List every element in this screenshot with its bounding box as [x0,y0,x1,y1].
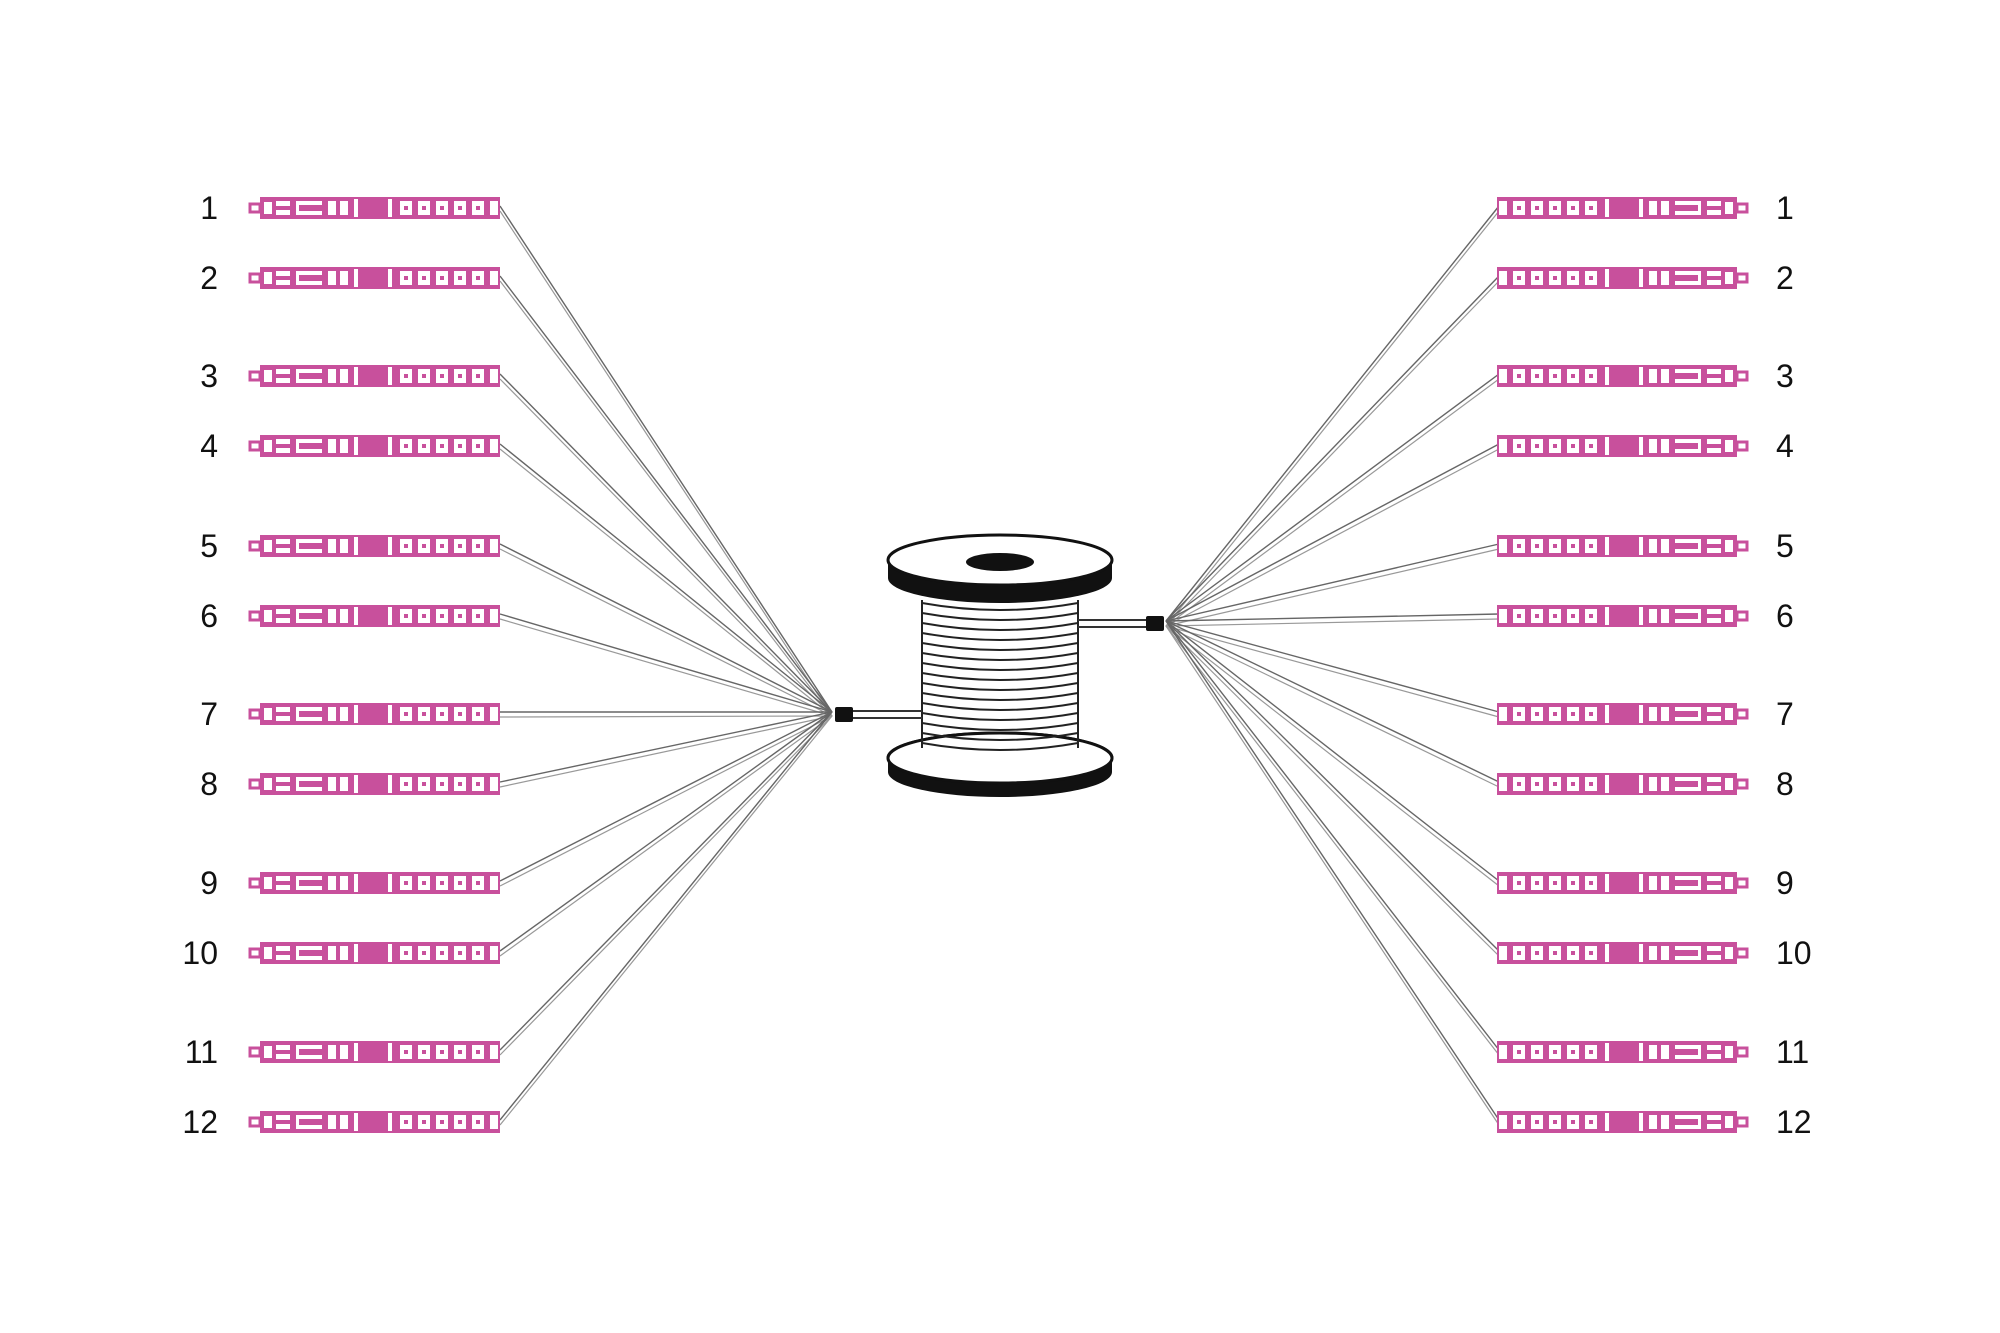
fiber-line [1165,543,1500,622]
fiber-line [1165,443,1500,622]
right-port-label: 1 [1776,190,1794,226]
fiber-line [1165,620,1500,713]
left-port-label: 2 [200,260,218,296]
fiber-line [499,613,833,713]
fiber-connector-icon [1497,1041,1749,1063]
right-port-label: 8 [1776,766,1794,802]
left-port-label: 6 [200,598,218,634]
fiber-connector-icon [1497,605,1749,627]
right-port-label: 12 [1776,1104,1812,1140]
fiber-connector-icon [1497,267,1749,289]
fiber-connector-icon [248,872,500,894]
fiber-connector-icon [1497,773,1749,795]
fiber-line [1165,373,1500,622]
fiber-connector-icon [1497,197,1749,219]
fiber-line [499,205,833,713]
left-port-label: 5 [200,528,218,564]
fiber-line [1165,620,1500,952]
left-port-label: 8 [200,766,218,802]
left-port-label: 4 [200,428,218,464]
fiber-connector-icon [1497,1111,1749,1133]
right-port-label: 4 [1776,428,1794,464]
left-port-label: 1 [200,190,218,226]
right-port-label: 10 [1776,935,1812,971]
fiber-connector-icon [1497,942,1749,964]
fiber-line [1165,620,1500,1121]
fiber-line [1165,620,1500,882]
right-port-label: 5 [1776,528,1794,564]
fiber-line [499,711,833,783]
fiber-line [1165,620,1500,783]
fiber-line [499,711,833,952]
fiber-connector-icon [1497,435,1749,457]
fiber-connector-icon [248,703,500,725]
left-port-label: 7 [200,696,218,732]
cable-spool-icon [835,533,1164,797]
fiber-connector-icon [248,1041,500,1063]
right-port-label: 3 [1776,358,1794,394]
fibers [499,205,1500,1126]
fiber-connector-icon [1497,535,1749,557]
fiber-line [499,711,833,882]
fiber-line [1165,620,1500,1051]
fiber-connector-icon [248,267,500,289]
left-port-label: 10 [182,935,218,971]
fiber-connector-icon [248,773,500,795]
right-port-label: 11 [1776,1034,1809,1070]
left-port-label: 3 [200,358,218,394]
fiber-line [1165,205,1500,622]
fiber-connector-icon [1497,703,1749,725]
fiber-line [499,711,833,1051]
fiber-line [499,275,833,713]
fiber-connector-icon [248,942,500,964]
fiber-line [1165,613,1500,622]
left-port-label: 9 [200,865,218,901]
fiber-connector-icon [248,1111,500,1133]
fiber-line [499,443,833,713]
fiber-line [1165,275,1500,622]
left-port-label: 11 [185,1034,218,1070]
fiber-connector-icon [248,365,500,387]
fiber-line [499,711,833,1121]
fiber-line [499,373,833,713]
right-port-label: 6 [1776,598,1794,634]
fiber-connector-icon [1497,872,1749,894]
right-port-label: 9 [1776,865,1794,901]
left-port-label: 12 [182,1104,218,1140]
fiber-connector-icon [1497,365,1749,387]
right-port-label: 7 [1776,696,1794,732]
fiber-line [499,543,833,713]
fiber-connector-icon [248,605,500,627]
right-port-label: 2 [1776,260,1794,296]
fiber-connector-icon [248,197,500,219]
fiber-connector-icon [248,535,500,557]
fiber-connector-icon [248,435,500,457]
